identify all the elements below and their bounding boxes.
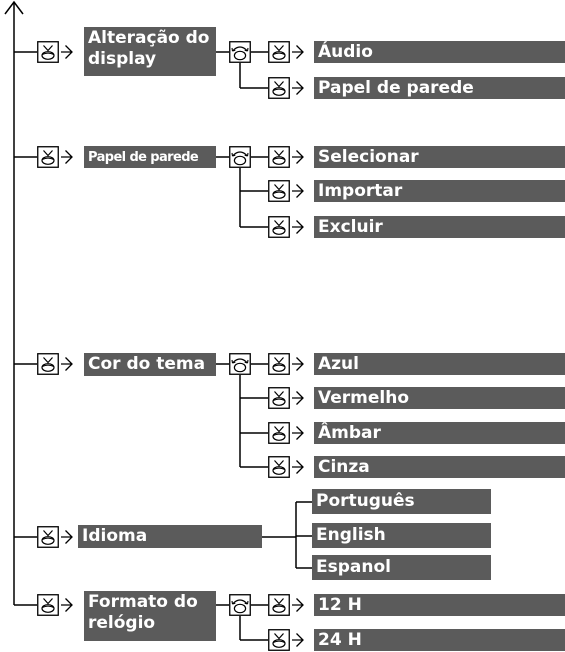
dial-press-icon: [268, 629, 290, 651]
trunk-branches: [14, 51, 37, 606]
category-theme-box: Cor do tema: [84, 353, 216, 376]
dial-rotate-icon: [229, 353, 251, 375]
group-theme-connectors: [216, 363, 268, 468]
right-arrow-icon: [292, 390, 304, 406]
arrow-icons: [61, 44, 304, 648]
dial-press-icon: [37, 41, 59, 63]
dial-press-icon: [268, 456, 290, 478]
dial-press-icon: [268, 422, 290, 444]
dial-press-icon: [268, 41, 290, 63]
category-wallpaper-box: Papel de parede: [84, 146, 216, 168]
group-clock-connectors: [216, 604, 268, 641]
right-arrow-icon: [292, 459, 304, 475]
option-select: Selecionar: [314, 146, 565, 168]
group-display-connectors: [216, 51, 268, 89]
option-wallpaper: Papel de parede: [314, 77, 565, 99]
dial-press-icon: [37, 594, 59, 616]
dial-rotate-icon: [229, 41, 251, 63]
option-spanish: Espanol: [312, 555, 491, 580]
right-arrow-icon: [292, 44, 304, 60]
trunk-line: [4, 0, 24, 605]
group-wallpaper-connectors: [216, 156, 268, 228]
group-language-connectors: [262, 501, 312, 569]
dial-press-icon: [268, 353, 290, 375]
category-display-box: Alteração do display: [84, 27, 216, 76]
right-arrow-icon: [292, 80, 304, 96]
right-arrow-icon: [292, 425, 304, 441]
right-arrow-icon: [292, 149, 304, 165]
dial-press-icon: [268, 216, 290, 238]
right-arrow-icon: [292, 183, 304, 199]
right-arrow-icon: [292, 219, 304, 235]
right-arrow-icon: [61, 529, 73, 545]
option-12h: 12 H: [314, 594, 565, 616]
dial-press-icon: [268, 387, 290, 409]
option-english: English: [312, 523, 491, 548]
option-blue: Azul: [314, 353, 565, 375]
option-import: Importar: [314, 180, 565, 202]
right-arrow-icon: [292, 356, 304, 372]
dial-press-icon: [268, 594, 290, 616]
dial-press-icon: [37, 146, 59, 168]
dial-rotate-icon: [229, 146, 251, 168]
dial-rotate-icon: [229, 594, 251, 616]
option-delete: Excluir: [314, 216, 565, 238]
right-arrow-icon: [292, 632, 304, 648]
right-arrow-icon: [61, 356, 73, 372]
press-icons: [37, 41, 290, 651]
option-amber: Âmbar: [314, 422, 565, 444]
option-24h: 24 H: [314, 629, 565, 651]
option-gray: Cinza: [314, 456, 565, 478]
dial-press-icon: [37, 526, 59, 548]
dial-press-icon: [268, 146, 290, 168]
right-arrow-icon: [61, 597, 73, 613]
option-red: Vermelho: [314, 387, 565, 409]
right-arrow-icon: [61, 44, 73, 60]
right-arrow-icon: [292, 597, 304, 613]
option-audio: Áudio: [314, 41, 565, 63]
dial-press-icon: [268, 77, 290, 99]
dial-press-icon: [268, 180, 290, 202]
category-clock-box: Formato do relógio: [84, 591, 216, 641]
category-language-box: Idioma: [78, 525, 262, 548]
dial-press-icon: [37, 353, 59, 375]
right-arrow-icon: [61, 149, 73, 165]
option-portuguese: Português: [312, 489, 491, 514]
